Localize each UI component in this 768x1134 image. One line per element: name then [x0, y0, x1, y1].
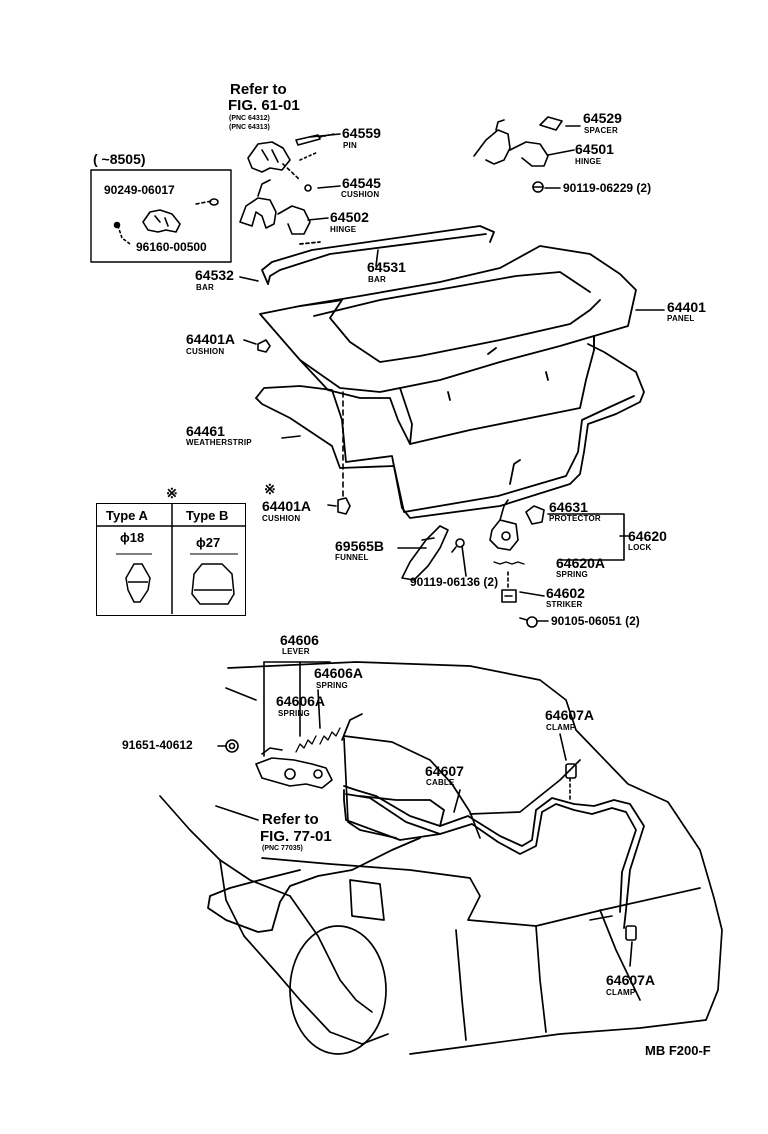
inset-frame — [90, 169, 232, 263]
inset-part-1: 96160-00500 — [136, 240, 207, 254]
inset-title: ( ~8505) — [93, 151, 146, 167]
weatherstrip-icon — [255, 343, 645, 519]
part-64620-name: LOCK — [628, 543, 652, 552]
part-64602-number: 64602 — [546, 585, 585, 601]
type-a-diameter: ϕ18 — [120, 530, 145, 545]
inset-part-0: 90249-06017 — [104, 183, 175, 197]
cushion-bottom-icon — [337, 497, 351, 515]
cushion-top-icon — [257, 339, 271, 353]
part-64461-number: 64461 — [186, 423, 225, 439]
spring-icon — [493, 561, 525, 565]
part-64501-name: HINGE — [575, 157, 602, 166]
part-64545-name: CUSHION — [341, 190, 380, 199]
part-64620a-number: 64620A — [556, 555, 606, 571]
cushion-mark: ※ — [264, 481, 276, 497]
lever-spring-a-icon — [295, 735, 317, 753]
part-64606a-lower-number: 64606A — [276, 693, 326, 709]
cushion-type-a-icon — [125, 563, 151, 603]
part-64620-number: 64620 — [628, 528, 667, 544]
part-64529-name: SPACER — [584, 126, 618, 135]
part-64531-number: 64531 — [367, 259, 406, 275]
protector-icon — [525, 505, 545, 525]
car-body-icon — [159, 661, 723, 1055]
type-b-diameter: ϕ27 — [196, 535, 221, 550]
lever-bolt-icon — [225, 739, 239, 753]
inset-bracket-icon — [142, 209, 181, 233]
part-64401-number: 64401 — [667, 299, 706, 315]
ref-fig77-pnc: (PNC 77035) — [262, 845, 303, 852]
ref-fig61-pnc1: (PNC 64312) — [229, 115, 270, 122]
hinge-left-icon — [239, 179, 311, 235]
torsion-bar-icon — [261, 225, 495, 285]
part-64461-name: WEATHERSTRIP — [186, 438, 252, 447]
type-a-label: Type A — [106, 508, 148, 523]
lever-spring-b-icon — [319, 727, 341, 745]
hinge-right-icon — [473, 119, 549, 167]
clamp-lower-icon — [589, 915, 637, 941]
part-64607-number: 64607 — [425, 763, 464, 779]
part-64606a-upper-number: 64606A — [314, 665, 364, 681]
part-64631-name: PROTECTOR — [549, 514, 601, 523]
type-b-label: Type B — [186, 508, 229, 523]
part-64607a-lower-name: CLAMP — [606, 988, 636, 997]
part-64401a-number: 64401A — [186, 331, 236, 347]
part-64602-name: STRIKER — [546, 600, 583, 609]
part-64531-name: BAR — [368, 275, 386, 284]
type-table-mark: ※ — [166, 485, 178, 501]
part-64545-number: 64545 — [342, 175, 381, 191]
part-64529-number: 64529 — [583, 110, 622, 126]
part-64401a-name: CUSHION — [186, 347, 225, 356]
part-69565b-number: 69565B — [335, 538, 385, 554]
striker-icon — [501, 589, 517, 603]
ref-fig77-line2: FIG. 77-01 — [260, 828, 332, 845]
part-64502-name: HINGE — [330, 225, 357, 234]
inset-bolt-icon — [195, 198, 219, 206]
ref-fig61-pnc2: (PNC 64313) — [229, 124, 270, 131]
release-lever-icon — [255, 747, 333, 789]
part-64501-number: 64501 — [575, 141, 614, 157]
funnel-icon — [401, 525, 449, 581]
lock-icon — [489, 499, 519, 551]
release-cable-icon — [207, 785, 645, 933]
part-90105-06051-number: 90105-06051 (2) — [551, 614, 640, 628]
figure-code: MB F200-F — [645, 1043, 711, 1058]
part-64532-name: BAR — [196, 283, 214, 292]
part-90119-06136-number: 90119-06136 (2) — [410, 575, 499, 589]
part-64607a-upper-name: CLAMP — [546, 723, 576, 732]
bolt-lower-icon — [519, 616, 538, 628]
part-64620a-name: SPRING — [556, 570, 588, 579]
ref-fig77-line1: Refer to — [262, 811, 319, 828]
part-64631-number: 64631 — [549, 499, 588, 515]
part-64401a-lower-name: CUSHION — [262, 514, 301, 523]
part-91651-40612-number: 91651-40612 — [122, 738, 193, 752]
part-69565b-name: FUNNEL — [335, 553, 369, 562]
part-64607a-upper-number: 64607A — [545, 707, 595, 723]
part-90119-06229-number: 90119-06229 (2) — [563, 181, 652, 195]
part-64559-number: 64559 — [342, 125, 381, 141]
part-64559-name: PIN — [343, 141, 357, 150]
part-64607a-lower-number: 64607A — [606, 972, 656, 988]
part-64606a-lower-name: SPRING — [278, 709, 310, 718]
spacer-icon — [539, 116, 563, 131]
part-64532-number: 64532 — [195, 267, 234, 283]
part-64401a-lower-number: 64401A — [262, 498, 312, 514]
part-64401-name: PANEL — [667, 314, 695, 323]
ref-fig61-line1: Refer to — [230, 81, 287, 98]
bolt-small-icon — [451, 538, 465, 553]
part-64607-name: CABLE — [426, 778, 455, 787]
part-64606a-upper-name: SPRING — [316, 681, 348, 690]
bolt-icon — [532, 181, 544, 193]
part-64606-name: LEVER — [282, 647, 310, 656]
trunk-lid-panel-icon — [259, 245, 637, 445]
cushion-type-b-icon — [191, 563, 235, 605]
hinge-bracket-icon — [247, 141, 291, 173]
type-table — [96, 503, 246, 616]
part-64606-number: 64606 — [280, 632, 319, 648]
clamp-upper-icon — [565, 763, 577, 801]
part-64502-number: 64502 — [330, 209, 369, 225]
type-table-art — [97, 504, 245, 614]
ref-fig61-line2: FIG. 61-01 — [228, 97, 300, 114]
